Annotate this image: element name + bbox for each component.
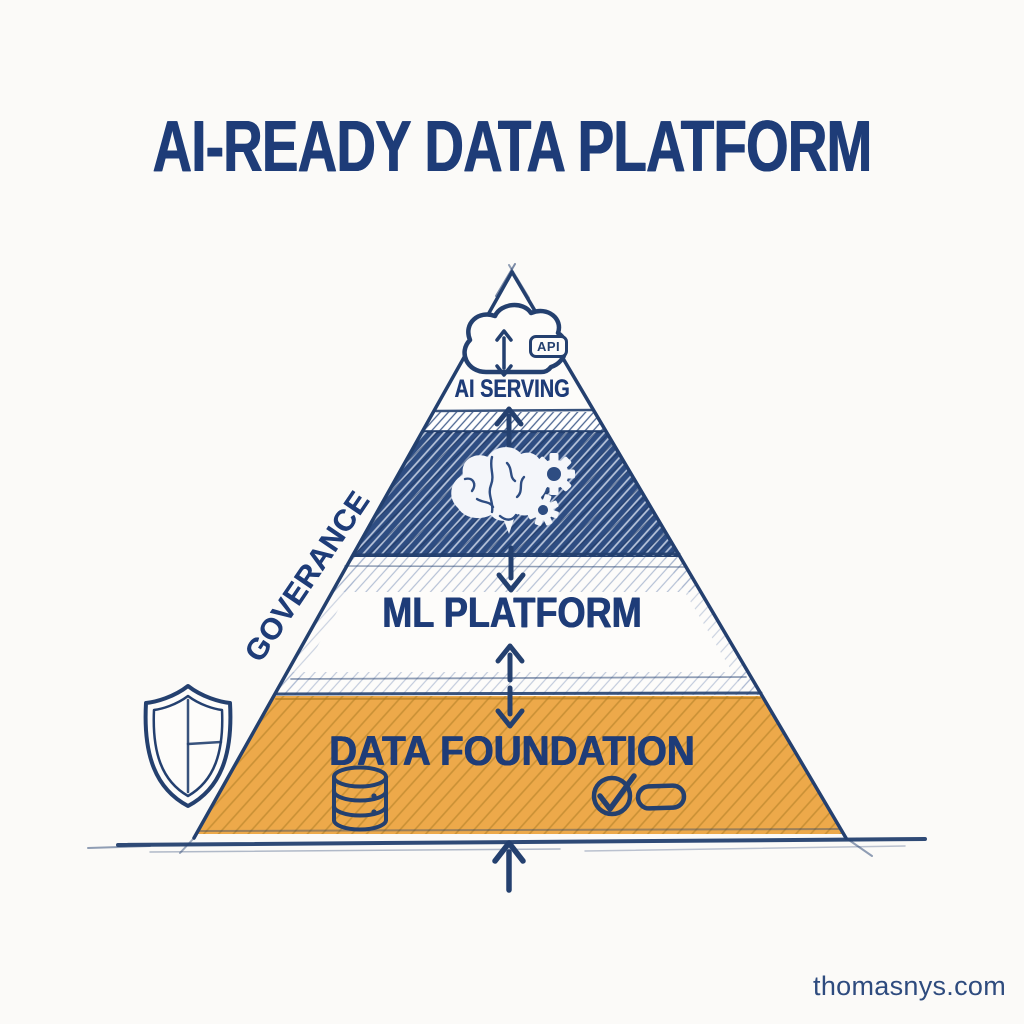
arrow-down-foundation	[495, 685, 525, 729]
up-down-arrow-icon	[495, 329, 513, 377]
layer-label-data-foundation: DATA FOUNDATION	[329, 727, 695, 774]
arrow-up-serving	[494, 406, 524, 455]
ml-bottom-hatch	[274, 672, 762, 695]
shield-icon	[143, 684, 233, 808]
layer-separators	[199, 408, 841, 832]
layer-label-ai-serving: AI SERVING	[454, 375, 570, 403]
base-line	[87, 837, 927, 853]
page-title: AI-READY DATA PLATFORM	[152, 107, 873, 187]
ml-left-edge-hatch	[274, 557, 368, 695]
arrow-up-base	[492, 840, 526, 893]
check-circle-icon	[591, 773, 637, 817]
gear-large-icon	[533, 453, 575, 495]
pyramid-outline	[179, 263, 873, 857]
ml-right-edge-hatch	[664, 557, 762, 695]
gear-small-icon	[527, 494, 559, 526]
database-icon	[332, 765, 388, 832]
api-badge: API	[529, 335, 569, 358]
arrow-down-mlplatform	[496, 545, 526, 593]
layer-label-ml-platform: ML PLATFORM	[382, 589, 642, 637]
brain-icon	[451, 447, 547, 534]
pill-icon	[635, 783, 687, 811]
footer-website: thomasnys.com	[813, 971, 1006, 1001]
arrow-up-mid	[495, 643, 525, 683]
separator-hatch-lines	[423, 412, 606, 432]
